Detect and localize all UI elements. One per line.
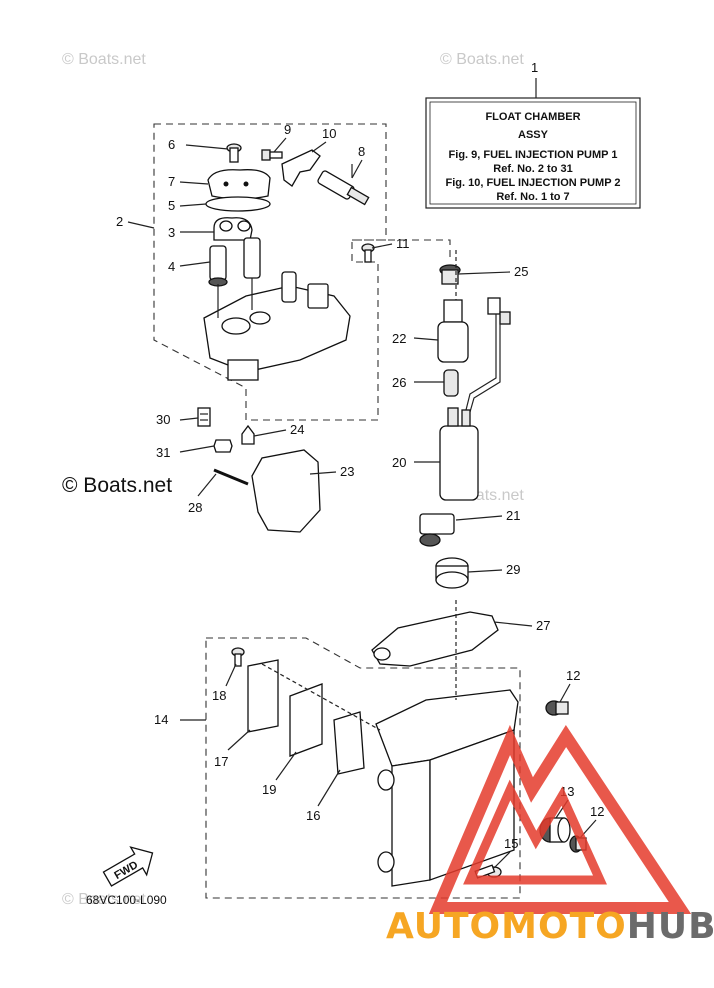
part-pin-28 <box>213 468 249 486</box>
callout-17: 17 <box>214 754 228 769</box>
part-filter-26 <box>443 369 459 397</box>
callout-31: 31 <box>156 445 170 460</box>
callout-7: 7 <box>168 174 175 189</box>
box-title-line1: FLOAT CHAMBER <box>485 111 580 123</box>
part-gasket-5 <box>205 196 271 212</box>
brand-logo-text: AUTOMOTOHUB <box>386 906 714 947</box>
watermark-top-left: © Boats.net <box>62 51 146 68</box>
callout-21: 21 <box>506 508 520 523</box>
callout-30: 30 <box>156 412 170 427</box>
callout-26: 26 <box>392 375 406 390</box>
callout-28: 28 <box>188 500 202 515</box>
fwd-arrow: FWD <box>102 846 154 887</box>
box-line6: Ref. No. 1 to 7 <box>496 191 569 203</box>
leader-lines <box>127 137 597 869</box>
callout-12a: 12 <box>566 668 580 683</box>
callout-20: 20 <box>392 455 406 470</box>
box-line4: Ref. No. 2 to 31 <box>493 163 572 175</box>
part-gasket-27-hole <box>373 647 391 661</box>
callout-5: 5 <box>168 198 175 213</box>
part-housing <box>203 271 351 381</box>
part-lever-10 <box>281 149 321 187</box>
part-sensor-8 <box>317 164 370 206</box>
callout-1: 1 <box>531 60 538 75</box>
callout-29: 29 <box>506 562 520 577</box>
box-line5: Fig. 10, FUEL INJECTION PUMP 2 <box>445 177 620 189</box>
callout-25: 25 <box>514 264 528 279</box>
part-gasket-27 <box>371 611 499 667</box>
part-screw-11 <box>361 243 375 263</box>
callout-19: 19 <box>262 782 276 797</box>
part-float-chamber <box>375 689 519 887</box>
part-plate-17 <box>247 659 279 733</box>
callout-24: 24 <box>290 422 304 437</box>
part-cover-7 <box>207 169 271 200</box>
callout-2: 2 <box>116 214 123 229</box>
group-outline-14 <box>205 637 521 899</box>
callout-22: 22 <box>392 331 406 346</box>
part-wire-harness <box>465 297 511 413</box>
part-grommet-25 <box>439 264 461 285</box>
part-grommet-12a <box>545 700 569 716</box>
brand-logo-mark <box>428 724 692 914</box>
callout-4: 4 <box>168 259 175 274</box>
brand-logo-text-automoto: AUTOMOTO <box>386 906 627 947</box>
callout-10: 10 <box>322 126 336 141</box>
part-clip-3 <box>213 217 253 241</box>
part-screw-18 <box>231 647 245 667</box>
info-box: 1 FLOAT CHAMBER ASSY Fig. 9, FUEL INJECT… <box>425 60 641 209</box>
group-outline-2 <box>153 123 387 421</box>
part-bracket-23 <box>251 449 321 533</box>
drawing-code: 68VC100-L090 <box>86 893 167 907</box>
fwd-label: FWD <box>112 859 140 882</box>
box-title-line2: ASSY <box>518 129 549 141</box>
callout-11: 11 <box>396 236 410 251</box>
callout-14: 14 <box>154 712 168 727</box>
part-bolt-9 <box>261 149 283 161</box>
part-screw-15 <box>474 864 502 879</box>
box-line3: Fig. 9, FUEL INJECTION PUMP 1 <box>449 149 618 161</box>
callout-16: 16 <box>306 808 320 823</box>
callout-23: 23 <box>340 464 354 479</box>
watermark-bottom-left: © Boats.net <box>62 891 146 908</box>
part-holder-21 <box>419 513 455 547</box>
part-gasket-16 <box>333 711 365 775</box>
part-nipple-24 <box>241 424 255 445</box>
part-nut-31 <box>213 439 233 453</box>
callout-18: 18 <box>212 688 226 703</box>
part-cap-29 <box>435 557 469 589</box>
part-valve-4 <box>208 245 228 287</box>
part-regulator-22 <box>437 299 469 363</box>
callout-27: 27 <box>536 618 550 633</box>
callout-12b: 12 <box>590 804 604 819</box>
callout-15: 15 <box>504 836 518 851</box>
part-bolt-30 <box>197 407 211 427</box>
watermark-mid-left: © Boats.net <box>62 474 172 497</box>
group-link-25 <box>352 239 451 262</box>
part-plate-19 <box>289 683 323 757</box>
part-pump-20 <box>439 407 479 501</box>
callout-8: 8 <box>358 144 365 159</box>
watermark-top-right: © Boats.net <box>440 51 524 68</box>
brand-logo-text-hub: HUB <box>627 906 714 947</box>
callout-6: 6 <box>168 137 175 152</box>
callout-3: 3 <box>168 225 175 240</box>
part-filter <box>243 237 261 279</box>
callout-9: 9 <box>284 122 291 137</box>
part-screw-6 <box>226 143 242 163</box>
